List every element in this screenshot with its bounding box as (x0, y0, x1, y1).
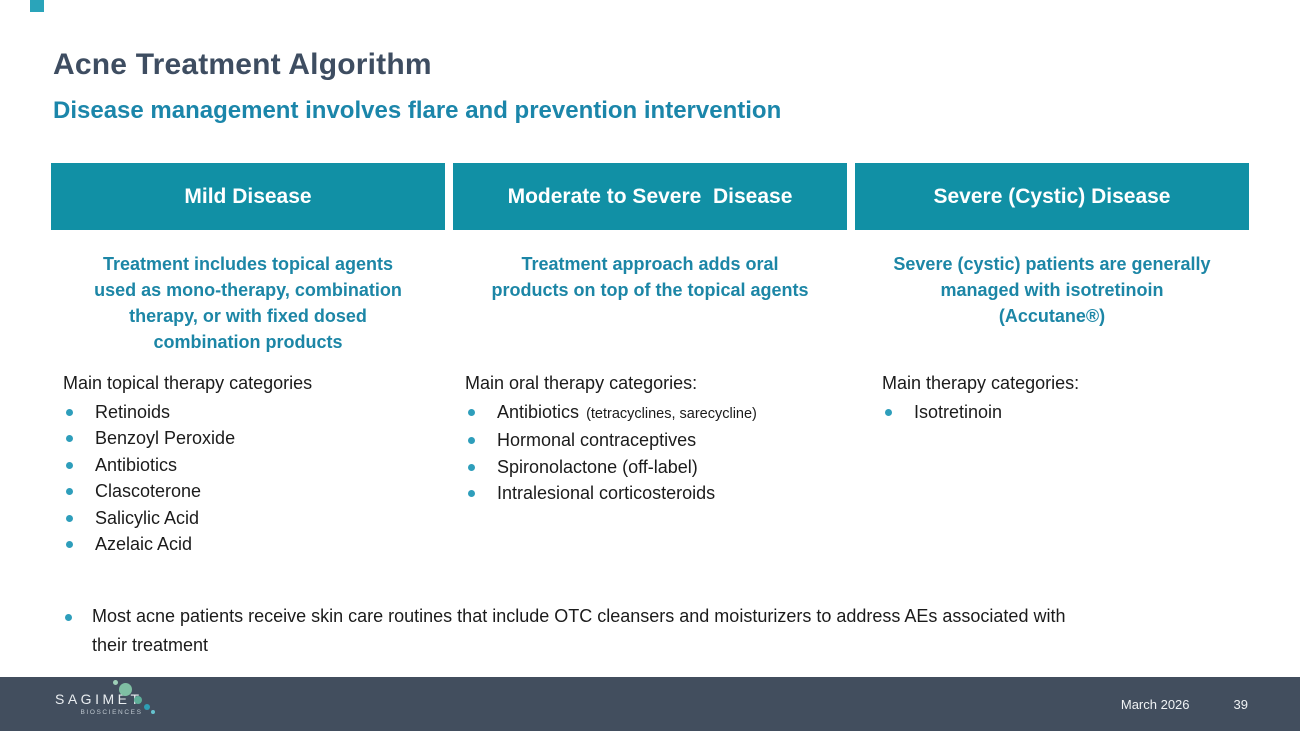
list-item-label: Azelaic Acid (95, 534, 193, 555)
list-item: Clascoterone (63, 478, 445, 504)
column-header-severe-cystic: Severe (Cystic) Disease (855, 163, 1249, 230)
treatment-columns: Mild Disease Treatment includes topical … (51, 163, 1249, 557)
list-title-oral: Main oral therapy categories: (465, 373, 698, 393)
page-title: Acne Treatment Algorithm (53, 48, 432, 81)
sagimet-logo: SAGIMET BIOSCIENCES (55, 692, 143, 717)
list-item-label: Salicylic Acid (95, 507, 200, 528)
column-mild-disease: Mild Disease Treatment includes topical … (51, 163, 445, 557)
list-item: Salicylic Acid (63, 505, 445, 531)
footnote-line: Most acne patients receive skin care rou… (92, 606, 1066, 626)
therapy-list-topical: Retinoids Benzoyl Peroxide Antibiotics C… (63, 399, 445, 557)
footnote-line: their treatment (92, 635, 209, 655)
column-moderate-severe-disease: Moderate to Severe Disease Treatment app… (453, 163, 847, 557)
column-description-moderate-severe: Treatment approach adds oral products on… (453, 248, 847, 372)
column-header-label: Moderate to Severe Disease (507, 184, 793, 208)
list-item-label: Clascoterone (95, 481, 202, 502)
page-number: 39 (1233, 696, 1248, 712)
description-line: Severe (cystic) patients are generally (893, 254, 1211, 274)
list-item-label: Antibiotics (95, 454, 178, 475)
column-description-mild: Treatment includes topical agents used a… (51, 248, 445, 372)
description-line: Treatment includes topical agents (102, 254, 394, 274)
slide-date: March 2026 (1120, 696, 1190, 712)
list-item-label: Retinoids (95, 402, 171, 422)
list-item: Azelaic Acid (63, 531, 445, 557)
list-item: Retinoids (63, 399, 445, 425)
description-line: (Accutane®) (998, 306, 1106, 326)
list-title-topical: Main topical therapy categories (63, 373, 313, 393)
description-line: combination products (153, 332, 343, 352)
column-header-label: Severe (Cystic) Disease (933, 184, 1171, 208)
footnote-bullet: Most acne patients receive skin care rou… (62, 602, 1232, 660)
column-header-moderate-severe: Moderate to Severe Disease (453, 163, 847, 230)
list-item-label: Spironolactone (off-label) (497, 456, 698, 477)
column-description-severe-cystic: Severe (cystic) patients are generally m… (855, 248, 1249, 372)
description-line: therapy, or with fixed dosed (129, 306, 367, 326)
description-line: products on top of the topical agents (491, 280, 809, 300)
footer-meta: March 2026 39 (1121, 697, 1248, 712)
list-item: Benzoyl Peroxide (63, 425, 445, 451)
list-item-label: Hormonal contraceptives (497, 430, 697, 451)
description-line: managed with isotretinoin (940, 280, 1164, 300)
list-item: Hormonal contraceptives (465, 427, 847, 453)
footer-bar: SAGIMET BIOSCIENCES March 2026 39 (0, 677, 1300, 731)
list-item-label: Isotretinoin (914, 402, 1003, 422)
top-accent-square (30, 0, 44, 12)
list-item: Intralesional corticosteroids (465, 480, 847, 506)
description-line: used as mono-therapy, combination (94, 280, 402, 300)
page-subtitle: Disease management involves flare and pr… (53, 97, 782, 124)
logo-tagline: BIOSCIENCES (80, 708, 143, 716)
therapy-list-severe: Isotretinoin (882, 399, 1249, 425)
column-severe-cystic-disease: Severe (Cystic) Disease Severe (cystic) … (855, 163, 1249, 557)
list-item: Isotretinoin (882, 399, 1249, 425)
list-item: Antibiotics (63, 452, 445, 478)
list-item-note: (tetracyclines, sarecycline) (586, 406, 757, 422)
column-header-label: Mild Disease (184, 184, 312, 208)
list-item-label: Antibiotics (497, 402, 580, 422)
list-item: Spironolactone (off-label) (465, 454, 847, 480)
list-title-severe: Main therapy categories: (882, 373, 1080, 393)
list-item: Antibiotics (tetracyclines, sarecycline) (465, 399, 847, 427)
description-line: Treatment approach adds oral (521, 254, 779, 274)
logo-wordmark: SAGIMET (55, 690, 143, 707)
column-header-mild: Mild Disease (51, 163, 445, 230)
list-item-label: Benzoyl Peroxide (95, 428, 236, 449)
list-item-label: Intralesional corticosteroids (497, 483, 716, 504)
therapy-list-oral: Antibiotics (tetracyclines, sarecycline)… (465, 399, 847, 507)
